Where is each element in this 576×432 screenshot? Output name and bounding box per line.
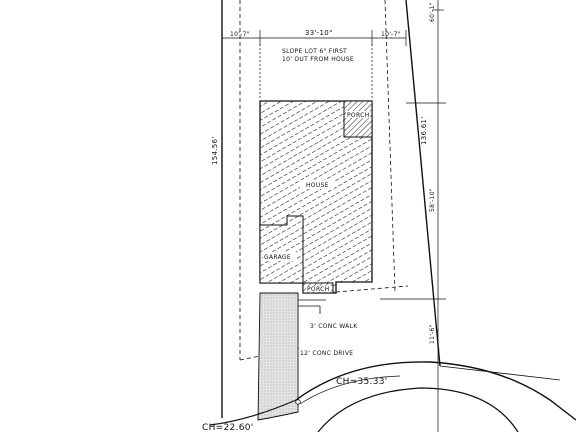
- left-lot-length-label: 154.56': [211, 136, 219, 165]
- walk-label: 3' CONC WALK: [310, 323, 358, 330]
- slope-note-line-2: 10' OUT FROM HOUSE: [282, 56, 354, 63]
- house-width-label: 33'-10": [305, 29, 333, 37]
- right-dimension-line: [380, 0, 446, 432]
- rear-dimension-label: 60'-1": [429, 2, 436, 22]
- driveway: [257, 292, 299, 421]
- lot-lines: [221, 0, 561, 418]
- drive-label: 12' CONC DRIVE: [300, 350, 353, 357]
- garage-footprint: [259, 215, 304, 284]
- garage-label: GARAGE: [264, 254, 291, 261]
- cul-de-sac: [209, 361, 576, 432]
- house-depth-label: 58'-10": [429, 188, 436, 212]
- slope-note-line-1: SLOPE LOT 6" FIRST: [282, 48, 347, 55]
- right-lot-length-label: 136.61': [420, 116, 428, 145]
- chord-left-label: CH=22.60': [202, 423, 254, 432]
- front-porch-label: PORCH: [307, 286, 329, 293]
- concrete-walk: [298, 299, 326, 314]
- rear-porch-label: PORCH: [347, 112, 369, 119]
- width-dimension: [221, 30, 407, 100]
- house-label: HOUSE: [306, 182, 329, 189]
- rear-porch: [343, 100, 373, 138]
- front-setback-label: 11'-6": [429, 324, 436, 344]
- right-setback-label: 10'-7": [381, 31, 401, 38]
- left-setback-label: 10'-7": [230, 31, 250, 38]
- chord-right-label: CH=35.33': [336, 377, 388, 387]
